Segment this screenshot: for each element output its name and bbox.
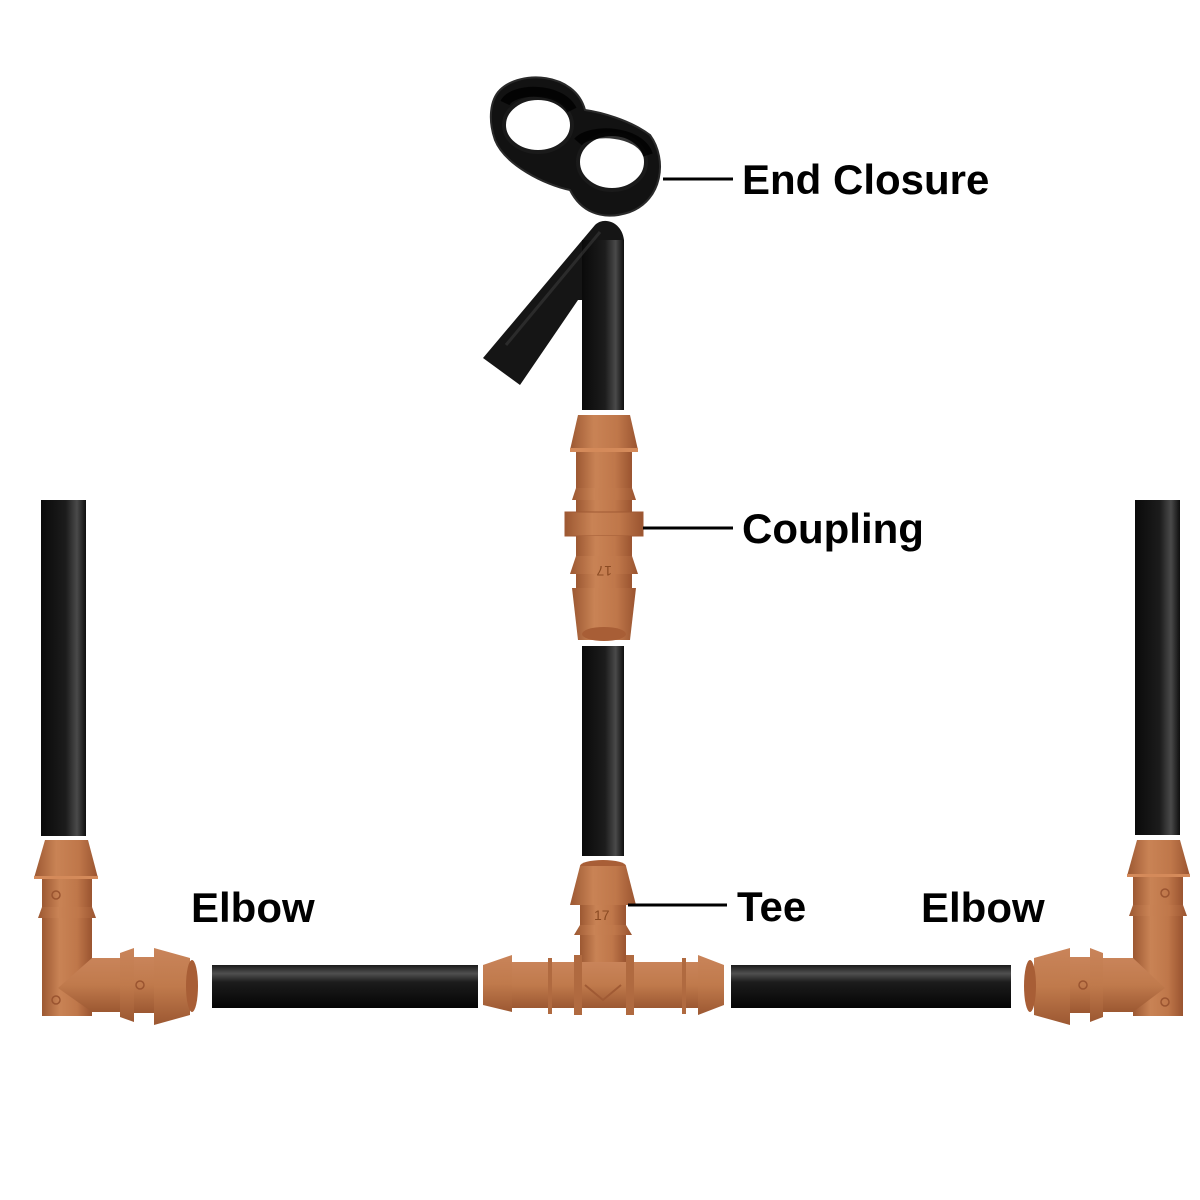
coupling-label: Coupling bbox=[742, 505, 924, 552]
y-tubing bbox=[483, 220, 624, 410]
right-elbow-label: Elbow bbox=[921, 884, 1045, 931]
tee-label: Tee bbox=[737, 883, 806, 930]
end-closure bbox=[489, 76, 662, 217]
end-closure-left-ring bbox=[502, 96, 574, 154]
left-vertical-tube bbox=[41, 500, 86, 836]
right-vertical-tube bbox=[1135, 500, 1180, 835]
left-horizontal-tube bbox=[212, 965, 478, 1008]
center-vertical-tube bbox=[582, 646, 624, 856]
left-elbow-label: Elbow bbox=[191, 884, 315, 931]
tee: 17 bbox=[483, 860, 724, 1015]
coupling: 17 bbox=[564, 415, 644, 641]
tee-size-marking: 17 bbox=[594, 907, 610, 923]
right-horizontal-tube bbox=[731, 965, 1011, 1008]
right-elbow bbox=[1024, 840, 1190, 1025]
y-tubing-stem bbox=[582, 240, 624, 410]
end-closure-label: End Closure bbox=[742, 156, 989, 203]
left-elbow bbox=[34, 840, 198, 1025]
coupling-size-marking: 17 bbox=[596, 563, 612, 579]
